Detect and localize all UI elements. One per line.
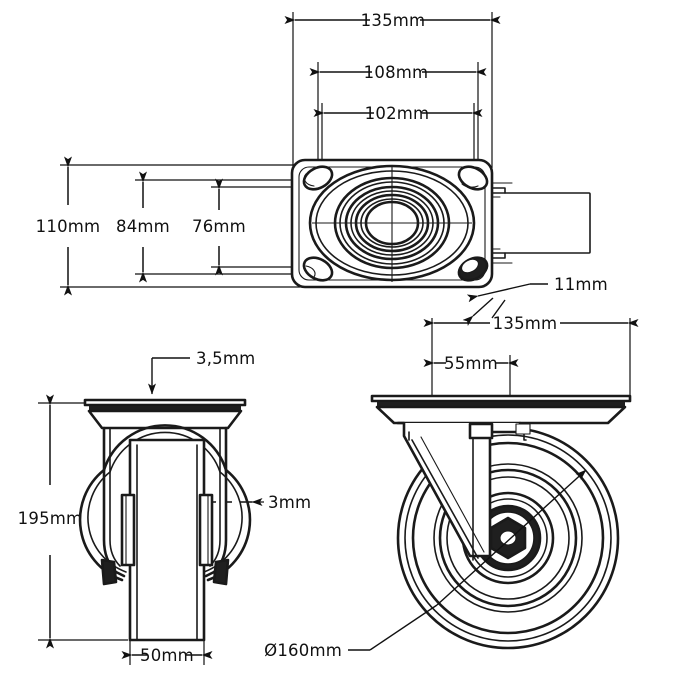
dim-label-135-side: 135mm [493,314,558,333]
dim-label-135-top: 135mm [361,11,426,30]
dim-label-50: 50mm [140,646,194,665]
dim-label-160: Ø160mm [264,641,342,660]
side-view-leader-mark [462,297,506,326]
side-view: 135mm 55mm [264,297,639,660]
dim-wheel-width-50: 50mm [121,646,213,665]
mounting-hole-top-right [457,165,489,191]
dim-label-102: 102mm [365,104,430,123]
dim-hole-spacing-76: 76mm [192,178,246,276]
dim-label-11: 11mm [554,275,608,294]
dim-hole-spacing-84: 84mm [116,171,170,283]
dim-label-84: 84mm [116,217,170,236]
dim-hole-size-11: 11mm [466,275,608,303]
top-view-fork-arm [486,182,591,264]
dim-label-3: 3mm [268,493,311,512]
dim-label-195: 195mm [18,509,83,528]
front-view: 3,5mm 195mm 50mm [18,349,311,665]
mounting-hole-bottom-left [302,256,334,282]
dim-label-35: 3,5mm [196,349,255,368]
top-view-extension-lines [292,12,493,180]
front-view-plate [83,398,247,430]
dim-hole-spacing-108: 108mm [309,63,487,82]
dim-wheel-diameter-160: Ø160mm [264,469,587,660]
top-view-centerlines [312,165,472,282]
dim-plate-length-135: 135mm [284,11,501,30]
dim-label-76: 76mm [192,217,246,236]
dim-hole-spacing-102: 102mm [313,104,483,123]
dim-plate-length-135-side: 135mm [423,314,639,333]
dim-swivel-offset-55: 55mm [423,354,519,373]
side-view-plate [370,394,632,425]
dim-overall-height-195: 195mm [18,394,83,649]
mounting-hole-bottom-right [457,256,489,282]
dim-label-55: 55mm [444,354,498,373]
dim-label-108: 108mm [364,63,429,82]
side-view-fork [396,421,531,561]
dim-label-110: 110mm [36,217,101,236]
top-view: 135mm 108mm 102mm [36,11,608,303]
dim-plate-width-110: 110mm [36,156,101,296]
top-view-extension-lines-left [60,164,316,288]
top-view-mounting-holes [302,165,489,282]
mounting-hole-top-left [302,165,334,191]
front-view-wheel [120,438,214,642]
